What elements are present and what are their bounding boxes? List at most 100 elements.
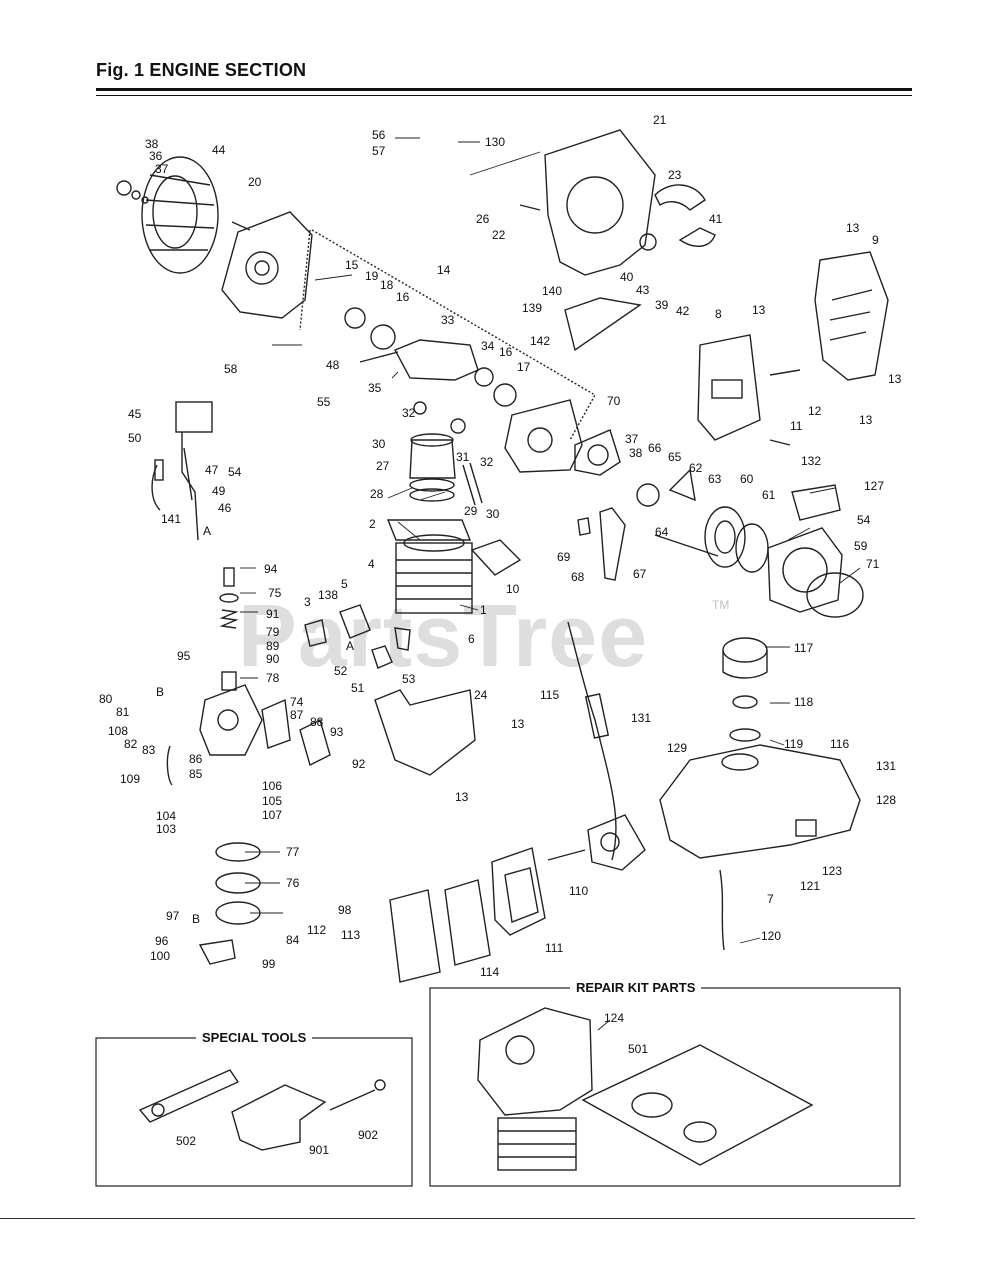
part-label-96: 96 (155, 934, 169, 948)
part-label-19: 19 (365, 269, 379, 283)
part-label-119: 119 (784, 737, 803, 751)
part-label-65: 65 (668, 450, 682, 464)
part-label-107: 107 (262, 808, 282, 822)
part-label-141: 141 (161, 512, 181, 526)
part-label-129: 129 (667, 741, 687, 755)
part-label-123: 123 (822, 864, 842, 878)
part-label-13: 13 (888, 372, 902, 386)
part-label-B: B (192, 912, 200, 926)
part-label-128: 128 (876, 793, 896, 807)
part-label-81: 81 (116, 705, 130, 719)
part-label-77: 77 (286, 845, 300, 859)
part-label-43: 43 (636, 283, 650, 297)
part-label-13: 13 (846, 221, 860, 235)
part-label-95: 95 (177, 649, 191, 663)
part-label-37: 37 (625, 432, 639, 446)
part-label-131: 131 (631, 711, 651, 725)
fuel-tank-drawing (659, 744, 861, 951)
part-label-56: 56 (372, 128, 386, 142)
part-label-121: 121 (800, 879, 820, 893)
part-label-30: 30 (486, 507, 500, 521)
part-label-108: 108 (108, 724, 128, 738)
part-label-86: 86 (189, 752, 203, 766)
part-label-6: 6 (468, 632, 475, 646)
part-label-138: 138 (318, 588, 338, 602)
muffler-drawing (697, 334, 801, 446)
part-label-61: 61 (762, 488, 776, 502)
part-label-88: 88 (310, 715, 324, 729)
part-label-8: 8 (715, 307, 722, 321)
part-label-4: 4 (368, 557, 375, 571)
part-label-54: 54 (228, 465, 242, 479)
watermark-tm: TM (712, 598, 730, 612)
part-label-18: 18 (380, 278, 394, 292)
part-label-901: 901 (309, 1143, 329, 1157)
part-label-13: 13 (511, 717, 525, 731)
part-label-A: A (203, 524, 211, 538)
part-label-80: 80 (99, 692, 113, 706)
part-label-40: 40 (620, 270, 634, 284)
part-label-51: 51 (351, 681, 365, 695)
part-label-116: 116 (830, 737, 849, 751)
part-label-26: 26 (476, 212, 490, 226)
part-label-112: 112 (307, 923, 326, 937)
part-label-127: 127 (864, 479, 884, 493)
part-label-29: 29 (464, 504, 478, 518)
ignition-module-drawing (151, 401, 213, 541)
part-label-91: 91 (266, 607, 280, 621)
repair-kit-title: REPAIR KIT PARTS (570, 980, 702, 995)
part-label-117: 117 (794, 641, 813, 655)
part-label-16: 16 (396, 290, 410, 304)
part-label-83: 83 (142, 743, 156, 757)
part-label-90: 90 (266, 652, 280, 666)
part-label-30: 30 (372, 437, 386, 451)
part-label-89: 89 (266, 639, 280, 653)
part-label-100: 100 (150, 949, 170, 963)
part-label-120: 120 (761, 929, 781, 943)
crankshaft-drawing (344, 307, 517, 434)
part-label-69: 69 (557, 550, 571, 564)
part-label-67: 67 (633, 567, 647, 581)
part-label-41: 41 (709, 212, 723, 226)
part-label-66: 66 (648, 441, 662, 455)
part-label-84: 84 (286, 933, 300, 947)
part-label-106: 106 (262, 779, 282, 793)
part-label-85: 85 (189, 767, 203, 781)
part-label-28: 28 (370, 487, 384, 501)
part-label-34: 34 (481, 339, 495, 353)
part-label-58: 58 (224, 362, 238, 376)
part-label-2: 2 (369, 517, 376, 531)
part-label-55: 55 (317, 395, 331, 409)
part-label-115: 115 (540, 688, 559, 702)
part-label-54: 54 (857, 513, 871, 527)
part-label-62: 62 (689, 461, 703, 475)
part-label-17: 17 (517, 360, 531, 374)
clutch-housing-drawing (519, 129, 656, 276)
part-label-93: 93 (330, 725, 344, 739)
part-label-70: 70 (607, 394, 621, 408)
part-label-48: 48 (326, 358, 340, 372)
part-label-92: 92 (352, 757, 366, 771)
part-label-76: 76 (286, 876, 300, 890)
part-label-111: 111 (545, 941, 564, 955)
cylinder-drawing (386, 519, 522, 614)
part-label-63: 63 (708, 472, 722, 486)
part-label-501: 501 (628, 1042, 648, 1056)
part-label-53: 53 (402, 672, 416, 686)
part-label-33: 33 (441, 313, 455, 327)
part-label-12: 12 (808, 404, 822, 418)
part-label-110: 110 (569, 884, 588, 898)
part-label-71: 71 (866, 557, 880, 571)
part-label-10: 10 (506, 582, 520, 596)
part-label-78: 78 (266, 671, 280, 685)
part-label-39: 39 (655, 298, 669, 312)
part-label-97: 97 (166, 909, 180, 923)
part-label-11: 11 (790, 419, 803, 433)
watermark: PartsTree (238, 586, 649, 685)
part-label-13: 13 (752, 303, 766, 317)
part-label-79: 79 (266, 625, 280, 639)
part-label-13: 13 (859, 413, 873, 427)
part-label-9: 9 (872, 233, 879, 247)
part-label-46: 46 (218, 501, 232, 515)
